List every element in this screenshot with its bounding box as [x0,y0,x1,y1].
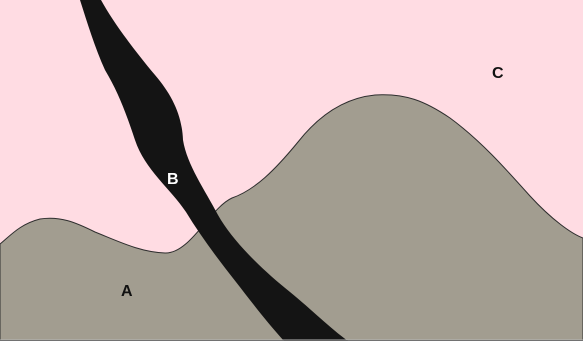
label-c: C [492,65,504,82]
label-b: B [167,171,179,188]
label-a: A [121,283,133,300]
